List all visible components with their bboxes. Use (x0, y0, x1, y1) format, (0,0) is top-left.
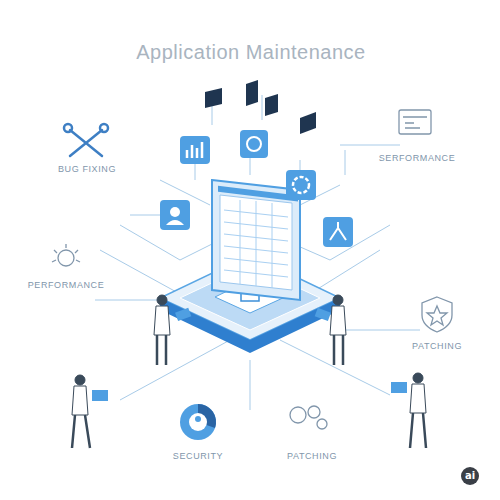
ai-badge: ai (461, 467, 479, 485)
category-label: PERFORMANCE (26, 280, 107, 290)
category-label: PATCHING (285, 451, 339, 461)
category-label: SERFORMANCE (377, 153, 458, 163)
diagram-title: Application Maintenance (136, 41, 365, 64)
category-label: BUG FIXING (56, 164, 118, 174)
category-label: SECURITY (171, 451, 225, 461)
category-label: PATCHING (410, 341, 464, 351)
